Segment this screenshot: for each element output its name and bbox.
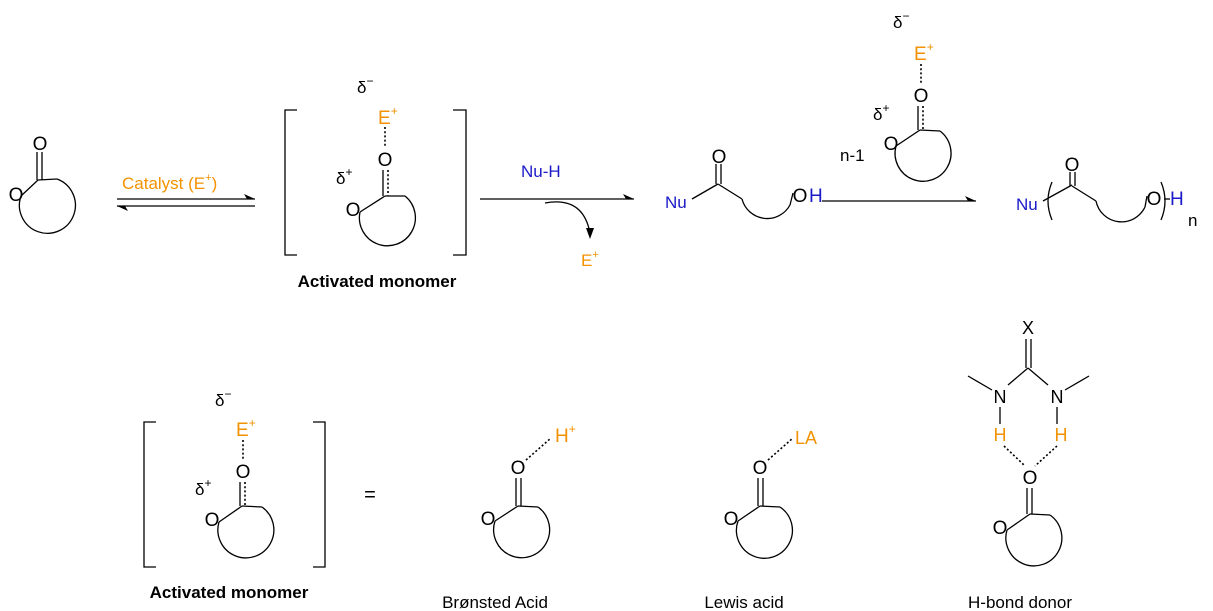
polymer-product: Nu O O H n [1016,155,1197,230]
lactone-monomer: O O [9,134,77,234]
ring-oxygen: O [884,134,899,155]
nucleophile-nu: Nu [1016,195,1038,214]
chain-end-hydrogen: H [1170,189,1184,210]
delta-minus: δ− [357,74,373,97]
electrophile-e: E+ [914,40,934,65]
carbonyl-oxygen: O [712,147,727,168]
ring-oxygen: O [481,509,496,530]
bronsted-acid-label: Brønsted Acid [442,593,548,611]
equilibrium-arrows [117,194,255,211]
carbonyl-oxygen: O [914,86,929,107]
activated-monomer-label: Activated monomer [298,272,457,291]
catalyst-label: Catalyst (E+) [122,172,217,193]
bronsted-acid-structure: H+ O O [481,422,576,559]
right-bracket [313,421,326,568]
propagation-arrow [822,196,976,202]
delta-plus: δ+ [873,101,889,124]
carbonyl-oxygen: O [511,458,526,479]
carbonyl-oxygen: O [1065,155,1080,176]
carbonyl-oxygen: O [378,150,393,171]
ring-oxygen: O [724,509,739,530]
delta-plus: δ+ [336,165,352,188]
chain-end-oxygen: O [1147,189,1162,210]
nh-hydrogen-left: H [994,425,1007,445]
hbond-donor-structure: X N N H H O O [967,318,1090,567]
degree-of-polymerization: n [1188,211,1197,230]
repeat-count-label: n-1 [840,146,865,165]
nucleophile-label: Nu-H [521,162,561,181]
ring-opened-product: Nu O O H [665,147,823,220]
carbonyl-oxygen: O [1023,468,1038,489]
hbond-donor-label: H-bond donor [968,593,1072,611]
hydroxyl-hydrogen: H [809,186,823,207]
lewis-acid-label: Lewis acid [704,593,783,611]
carbonyl-oxygen: O [753,458,768,479]
lewis-acid-center: LA [795,428,817,448]
ring-oxygen: O [346,200,361,221]
delta-minus: δ− [215,387,231,410]
nh-hydrogen-right: H [1055,425,1068,445]
ring-oxygen: O [205,510,220,531]
carbonyl-oxygen: O [236,462,251,483]
chalcogen-x: X [1022,318,1034,338]
right-bracket [453,109,467,256]
nitrogen-left: N [994,387,1007,407]
delta-plus: δ+ [195,476,211,499]
activated-monomer-legend-label: Activated monomer [150,583,309,602]
released-electrophile: E+ [581,249,599,270]
electrophile-e: E+ [378,104,398,129]
left-bracket [143,421,156,568]
ring-oxygen: O [993,518,1008,539]
hydroxyl-oxygen: O [793,186,808,207]
activated-monomer-top: δ− E+ O δ+ O [284,74,467,256]
delta-minus: δ− [893,9,909,32]
propagation-reagent: δ− E+ O δ+ O n-1 [840,9,952,182]
activated-monomer-bottom: δ− E+ O δ+ O [143,387,326,568]
proton: H+ [555,422,576,447]
electrophile-e: E+ [236,416,256,441]
left-bracket [284,109,297,256]
nucleophile-nu: Nu [665,193,687,212]
ring-oxygen: O [9,185,24,206]
carbonyl-oxygen: O [33,134,48,155]
nitrogen-right: N [1051,387,1064,407]
nucleophile-arrow [480,194,634,239]
lewis-acid-structure: LA O O [724,428,817,559]
equals-sign: = [364,484,376,506]
